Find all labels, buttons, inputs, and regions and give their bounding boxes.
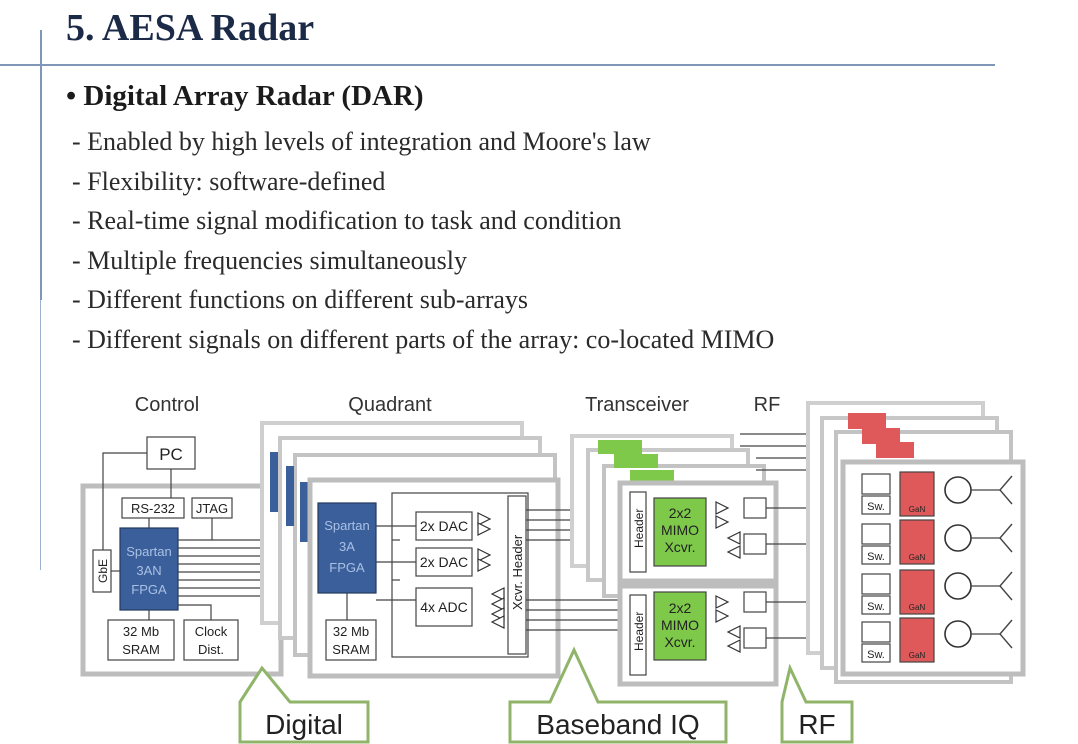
- control-fpga-label-3: FPGA: [131, 582, 167, 597]
- clock-label-1: Clock: [195, 624, 228, 639]
- quadrant-sram-box: [325, 619, 377, 661]
- bullet-item: - Different functions on different sub-a…: [72, 285, 529, 315]
- label-rf: RF: [754, 394, 781, 416]
- clock-box: [183, 619, 239, 661]
- accent-vertical-line-lower: [40, 300, 41, 570]
- callout-baseband-label: Baseband IQ: [536, 709, 699, 740]
- bullet-item: - Multiple frequencies simultaneously: [72, 245, 467, 275]
- control-sram-label-1: 32 Mb: [123, 624, 159, 639]
- accent-vertical-line: [40, 30, 42, 300]
- label-control: Control: [135, 394, 199, 416]
- gan-amp-box-1: [899, 471, 935, 517]
- bullet-item: - Enabled by high levels of integration …: [72, 127, 651, 156]
- xcvr-header-box: [507, 495, 527, 655]
- mimo-label-2c: Xcvr.: [664, 634, 695, 650]
- rf-switch-label-3: Sw.: [867, 601, 885, 613]
- title-underline: [0, 64, 995, 66]
- quadrant-fpga-label-2: 3A: [339, 539, 355, 554]
- transceiver-header-label-1: Header: [632, 509, 646, 548]
- transceiver-stack: Header 2x2 MIMO Xcvr. Header 2x2 MIMO Xc…: [570, 433, 850, 687]
- callout-rf: RF: [780, 663, 854, 744]
- gan-amp-box-4: [899, 617, 935, 663]
- rf-channel: Sw. GaN: [861, 617, 1013, 663]
- slide-title: 5. AESA Radar: [66, 7, 315, 49]
- rf-switch-label-4: Sw.: [867, 649, 885, 661]
- mimo-label-2b: MIMO: [661, 617, 699, 633]
- quadrant-sram-label-2: SRAM: [332, 642, 370, 657]
- adc-label: 4x ADC: [420, 599, 467, 615]
- gan-amp-box-3: [899, 569, 935, 615]
- quadrant-stack: Spartan 3A FPGA 32 Mb SRAM 2x DAC 2x DAC…: [260, 421, 630, 679]
- bullet-list: - Enabled by high levels of integration …: [72, 122, 774, 360]
- control-fpga-label-1: Spartan: [126, 544, 172, 559]
- rs232-box: [121, 497, 185, 519]
- callout-digital: Digital: [238, 665, 370, 744]
- pc-label: PC: [159, 445, 183, 464]
- mimo-label-1c: Xcvr.: [664, 539, 695, 555]
- rf-switch-label-2: Sw.: [867, 551, 885, 563]
- clock-label-2: Dist.: [198, 642, 224, 657]
- gan-label-1: GaN: [909, 505, 926, 514]
- mimo-label-1b: MIMO: [661, 522, 699, 538]
- rf-switch-label-1: Sw.: [867, 501, 885, 513]
- control-sram-box: [107, 619, 175, 661]
- bullet-item: - Real-time signal modification to task …: [72, 206, 622, 236]
- quadrant-fpga-label-1: Spartan: [324, 518, 370, 533]
- gan-amp-box-2: [899, 519, 935, 565]
- dac-box-2: [415, 547, 473, 577]
- quadrant-sram-label-1: 32 Mb: [333, 624, 369, 639]
- xcvr-header-label: Xcvr. Header: [510, 534, 525, 610]
- control-fpga-label-2: 3AN: [136, 563, 161, 578]
- gbe-label: GbE: [96, 559, 110, 583]
- callout-rf-label: RF: [798, 709, 835, 740]
- rf-channel: Sw. GaN: [861, 471, 1013, 517]
- callout-baseband: Baseband IQ: [508, 646, 728, 744]
- callout-digital-label: Digital: [265, 709, 343, 740]
- mimo-label-2a: 2x2: [669, 600, 692, 616]
- bullet-item: - Different signals on different parts o…: [72, 324, 775, 354]
- rf-stack: Sw. GaN Sw. GaN Sw. GaN: [806, 401, 1026, 684]
- label-transceiver: Transceiver: [585, 394, 689, 416]
- mimo-xcvr-box-1: [653, 497, 707, 567]
- gan-label-3: GaN: [909, 603, 926, 612]
- gan-label-4: GaN: [909, 651, 926, 660]
- control-sram-label-2: SRAM: [122, 642, 160, 657]
- gan-label-2: GaN: [909, 553, 926, 562]
- mimo-xcvr-box-2: [653, 591, 707, 661]
- control-fpga-box: [119, 527, 179, 611]
- transceiver-header-label-2: Header: [632, 612, 646, 651]
- control-block: PC RS-232 JTAG GbE Spartan 3AN FPGA 32 M…: [80, 436, 320, 677]
- quadrant-fpga-label-3: FPGA: [329, 560, 365, 575]
- mimo-label-1a: 2x2: [669, 505, 692, 521]
- rf-channel: Sw. GaN: [861, 569, 1013, 615]
- adc-box: [415, 587, 473, 627]
- rs232-label: RS-232: [131, 501, 175, 516]
- dac-label-1: 2x DAC: [420, 518, 468, 534]
- rf-channel: Sw. GaN: [861, 519, 1013, 565]
- dac-box-1: [415, 511, 473, 541]
- label-quadrant: Quadrant: [348, 394, 432, 416]
- dac-label-2: 2x DAC: [420, 554, 468, 570]
- bullet-item: - Flexibility: software-defined: [72, 166, 386, 196]
- slide-subtitle: • Digital Array Radar (DAR): [66, 80, 424, 112]
- quadrant-fpga-box: [317, 502, 377, 594]
- jtag-label: JTAG: [196, 501, 228, 516]
